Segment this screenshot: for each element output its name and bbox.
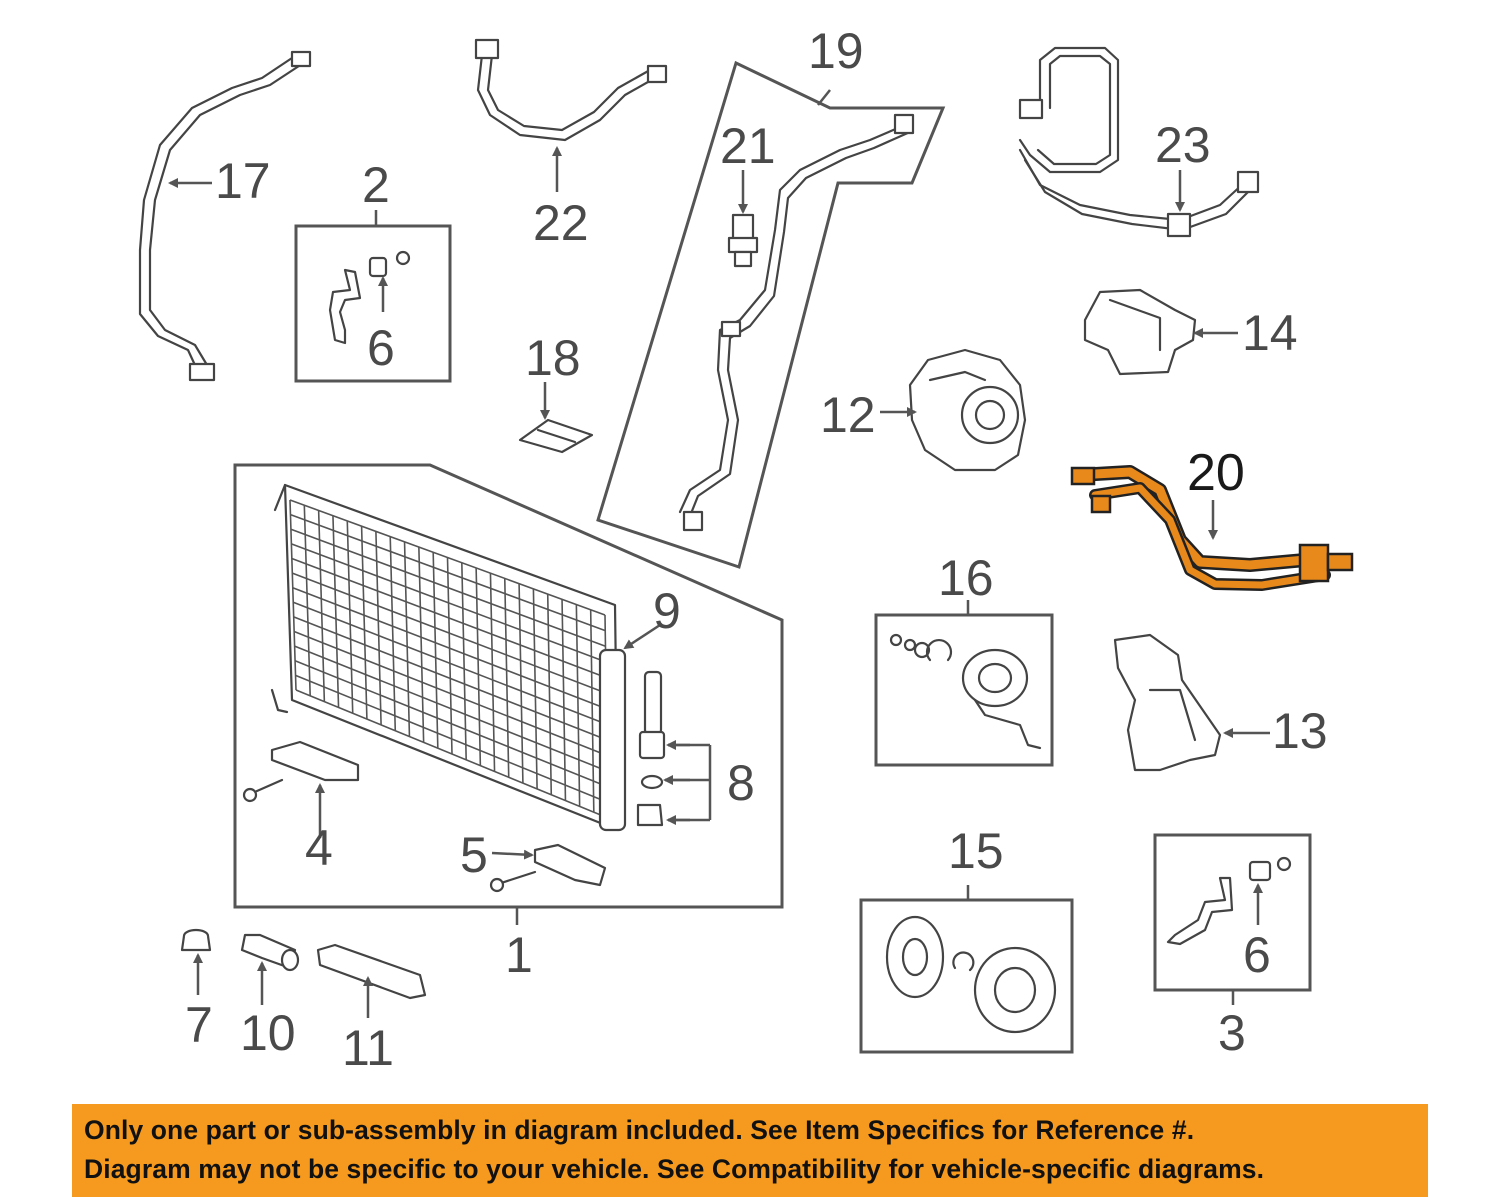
part-4-bracket xyxy=(242,740,360,838)
box-16 xyxy=(874,613,1054,767)
callout-7: 7 xyxy=(185,997,213,1053)
callout-13: 13 xyxy=(1272,703,1328,759)
callout-21: 21 xyxy=(720,118,776,174)
part-1-condenser xyxy=(270,483,620,832)
part-20-pipe-highlighted xyxy=(1070,465,1354,591)
box-1 xyxy=(233,463,784,909)
part-13-bracket xyxy=(1113,633,1270,772)
box-19 xyxy=(596,60,946,569)
callout-18: 18 xyxy=(525,330,581,386)
callout-2: 2 xyxy=(362,157,390,213)
callout-6-box3: 6 xyxy=(1243,927,1271,983)
disclaimer-line-1: Only one part or sub-assembly in diagram… xyxy=(84,1115,1195,1145)
part-2-bracket xyxy=(328,250,411,345)
box-2 xyxy=(294,224,452,383)
callout-23: 23 xyxy=(1155,117,1211,173)
callout-14: 14 xyxy=(1242,305,1298,361)
part-5-bracket xyxy=(489,843,607,893)
part-10-sensor xyxy=(240,933,300,1005)
callout-11: 11 xyxy=(342,1020,394,1076)
part-11-bracket xyxy=(316,943,427,1018)
part-19-pipe xyxy=(678,113,915,532)
part-9-receiver xyxy=(598,623,661,832)
disclaimer-line-2: Diagram may not be specific to your vehi… xyxy=(84,1154,1265,1184)
callout-4: 4 xyxy=(305,820,333,876)
callout-12: 12 xyxy=(820,387,876,443)
callout-22: 22 xyxy=(533,195,589,251)
part-21-switch xyxy=(727,170,759,268)
callout-17: 17 xyxy=(215,153,271,209)
callout-6-box2: 6 xyxy=(367,320,395,376)
callout-1: 1 xyxy=(505,927,533,983)
callout-16: 16 xyxy=(938,550,994,606)
callout-20: 20 xyxy=(1187,444,1245,502)
part-8-filter-set xyxy=(636,670,712,827)
box-15 xyxy=(859,898,1074,1054)
part-22-hose xyxy=(474,38,668,192)
callout-9: 9 xyxy=(653,583,681,639)
callout-15: 15 xyxy=(948,823,1004,879)
callout-3: 3 xyxy=(1218,1005,1246,1061)
callout-10: 10 xyxy=(240,1005,296,1061)
callout-19: 19 xyxy=(808,23,864,79)
part-18-pad xyxy=(518,382,594,454)
callout-5: 5 xyxy=(460,827,488,883)
part-16-coil xyxy=(889,633,1042,750)
part-3-bracket xyxy=(1166,856,1292,946)
part-23-hose xyxy=(1018,46,1260,238)
part-17-hose xyxy=(138,50,312,382)
part-12-compressor xyxy=(880,348,1027,472)
part-14-bracket xyxy=(1083,288,1238,376)
disclaimer-banner: Only one part or sub-assembly in diagram… xyxy=(72,1104,1428,1197)
callout-8: 8 xyxy=(727,755,755,811)
part-7-cap xyxy=(180,928,212,995)
part-15-clutch xyxy=(885,915,1057,1034)
